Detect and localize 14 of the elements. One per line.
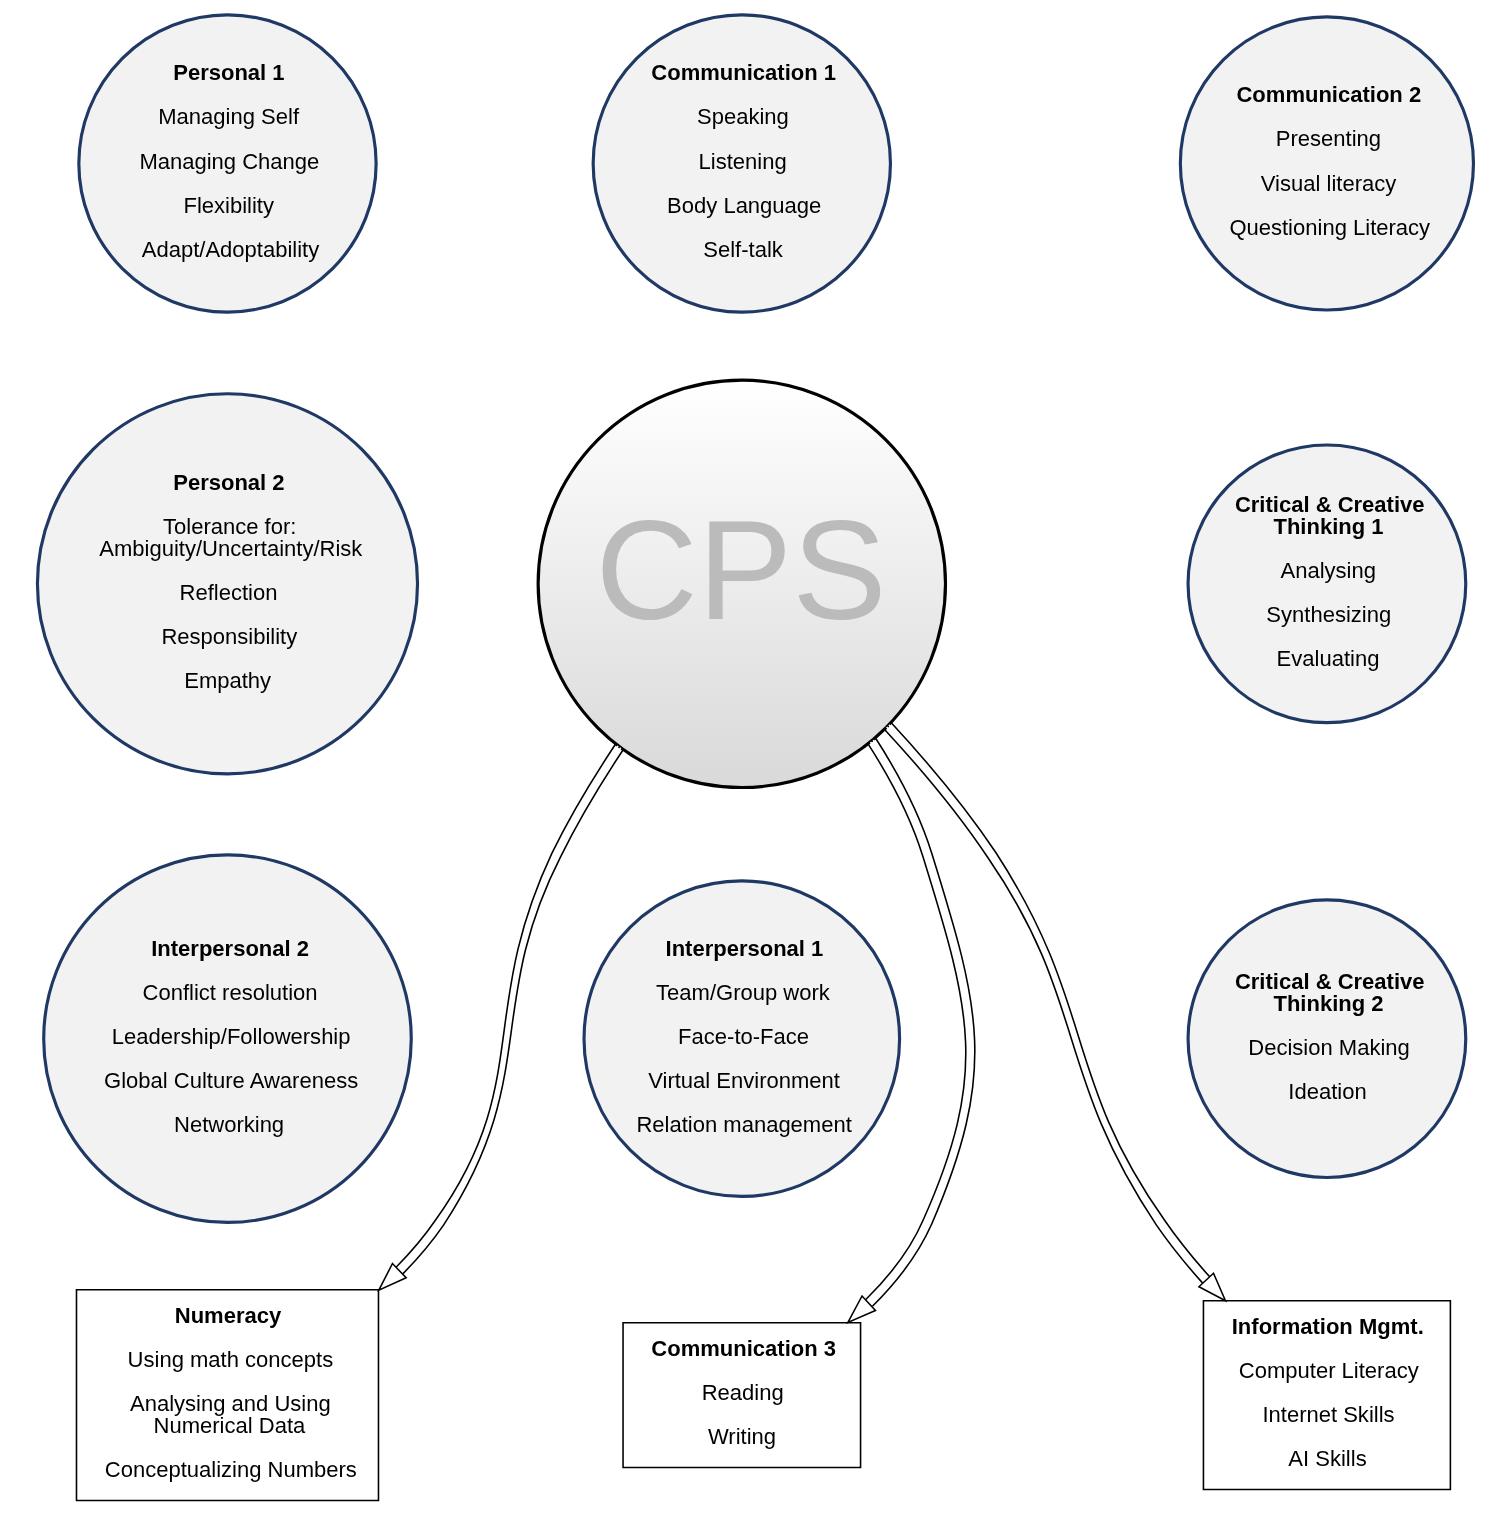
arrow (376, 743, 624, 1292)
node-circle: Critical & Creative Thinking 2 Decision Making Ideation (1186, 898, 1467, 1180)
node-circle: Critical & Creative Thinking 1 Analysing Synthesizing Evaluating (1186, 443, 1467, 725)
arrow (883, 721, 1227, 1303)
node-circle: Personal 1 Managing Self Managing Change Flexibility Adapt/Adoptability (76, 13, 378, 314)
node-box: Numeracy Using math concepts Analysing and Using Numerical Data Conceptualizing Numbers (75, 1289, 379, 1502)
node-circle: Personal 2 Tolerance for: Ambiguity/Uncertainty/Risk Reflection Responsibility Empathy (35, 392, 419, 776)
node-circle: Interpersonal 1 Team/Group work Face-to-Face Virtual Environment Relation management (581, 879, 901, 1199)
node-box: Information Mgmt. Computer Literacy Internet Skills AI Skills (1202, 1300, 1451, 1491)
node-circle: Interpersonal 2 Conflict resolution Leadership/Followership Global Culture Awareness Networking (41, 853, 413, 1225)
node-box: Communication 3 Reading Writing (621, 1322, 861, 1469)
arrow (845, 737, 975, 1325)
node-circle: Communication 2 Presenting Visual literacy Questioning Literacy (1178, 15, 1475, 312)
node-circle: Communication 1 Speaking Listening Body Language Self-talk (591, 13, 892, 314)
